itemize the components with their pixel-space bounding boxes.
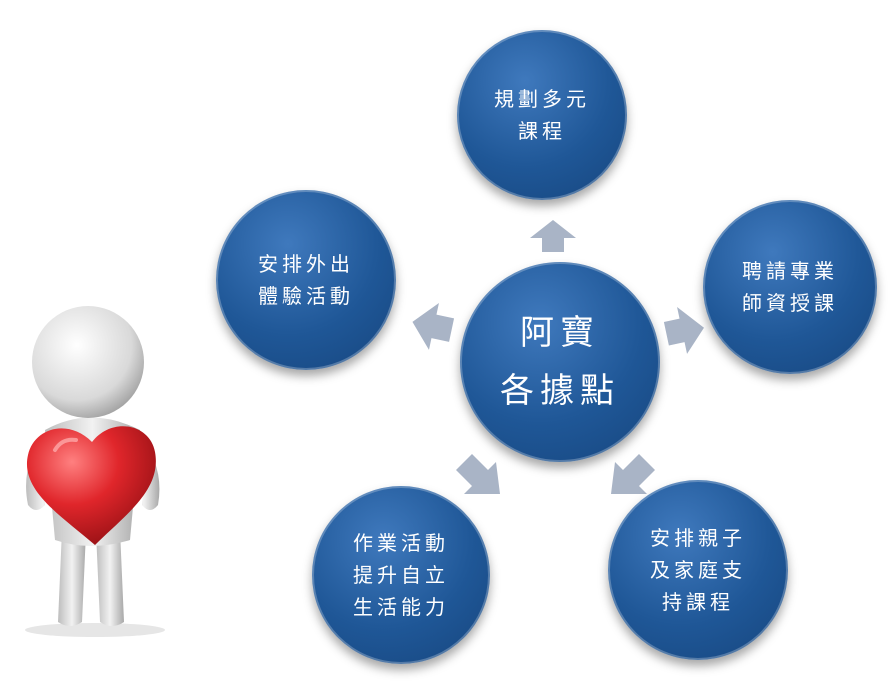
node-outing-experience-label: 安排外出 體驗活動 [258, 252, 354, 308]
arrow-icon-bottom-right [611, 454, 655, 494]
node-center-abao-locations: 阿寶 各據點 [460, 262, 660, 462]
figure-head [32, 306, 144, 418]
node-parent-family-courses: 安排親子 及家庭支 持課程 [608, 480, 788, 660]
node-independent-living-skills: 作業活動 提升自立 生活能力 [312, 486, 490, 664]
arrow-icon-top [530, 220, 576, 252]
figure-shadow [25, 623, 165, 637]
arrow-icon-left [412, 302, 455, 350]
node-center-label: 阿寶 各據點 [500, 313, 620, 411]
arrow-icon-right [663, 306, 704, 354]
figure-left-leg [58, 530, 86, 626]
figure-holding-heart-icon [25, 306, 165, 637]
arrow-icon-bottom-left [456, 454, 500, 494]
node-outing-experience: 安排外出 體驗活動 [216, 190, 396, 370]
figure-right-leg [96, 530, 124, 626]
node-hire-professional-teachers: 聘請專業 師資授課 [703, 200, 877, 374]
node-plan-diverse-courses-label: 規劃多元 課程 [494, 87, 590, 143]
node-plan-diverse-courses: 規劃多元 課程 [457, 30, 627, 200]
node-independent-living-skills-label: 作業活動 提升自立 生活能力 [353, 531, 449, 619]
node-hire-professional-teachers-label: 聘請專業 師資授課 [742, 259, 838, 315]
heart-icon [26, 426, 156, 545]
node-parent-family-courses-label: 安排親子 及家庭支 持課程 [650, 526, 746, 614]
